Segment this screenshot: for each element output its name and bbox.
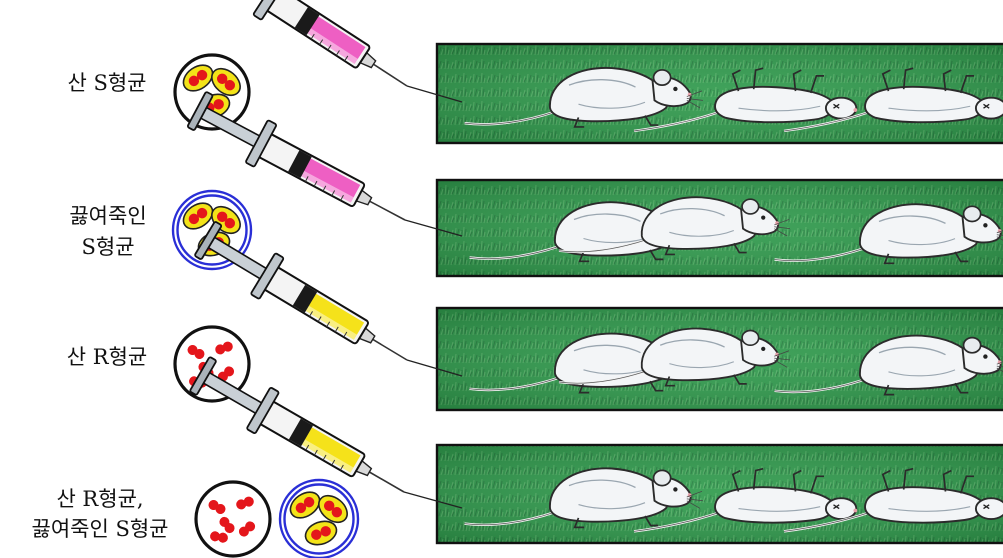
mouse-panel-4 xyxy=(437,445,1003,543)
mouse-panel-1 xyxy=(437,44,1003,143)
culture-dish-4-2 xyxy=(280,480,358,558)
row-2-label: 끓여죽인 S형균 xyxy=(52,203,164,261)
row-4-label: 산 R형균, 끓여죽인 S형균 xyxy=(2,486,198,543)
row-1-label: 산 S형균 xyxy=(48,70,166,97)
row-2-label-line-2: S형균 xyxy=(52,234,164,261)
row-4-label-line-1: 산 R형균, xyxy=(2,486,198,513)
experiment-row-1 xyxy=(175,0,1003,143)
row-1-label-line-1: 산 S형균 xyxy=(48,70,166,97)
row-4-label-line-2: 끓여죽인 S형균 xyxy=(2,516,198,543)
row-3-label: 산 R형균 xyxy=(48,344,166,371)
culture-dish-4-1 xyxy=(196,482,270,556)
mouse-panel-3 xyxy=(437,308,1003,410)
row-3-label-line-1: 산 R형균 xyxy=(48,344,166,371)
mouse-panel-2 xyxy=(437,180,1003,276)
row-2-label-line-1: 끓여죽인 xyxy=(52,203,164,230)
